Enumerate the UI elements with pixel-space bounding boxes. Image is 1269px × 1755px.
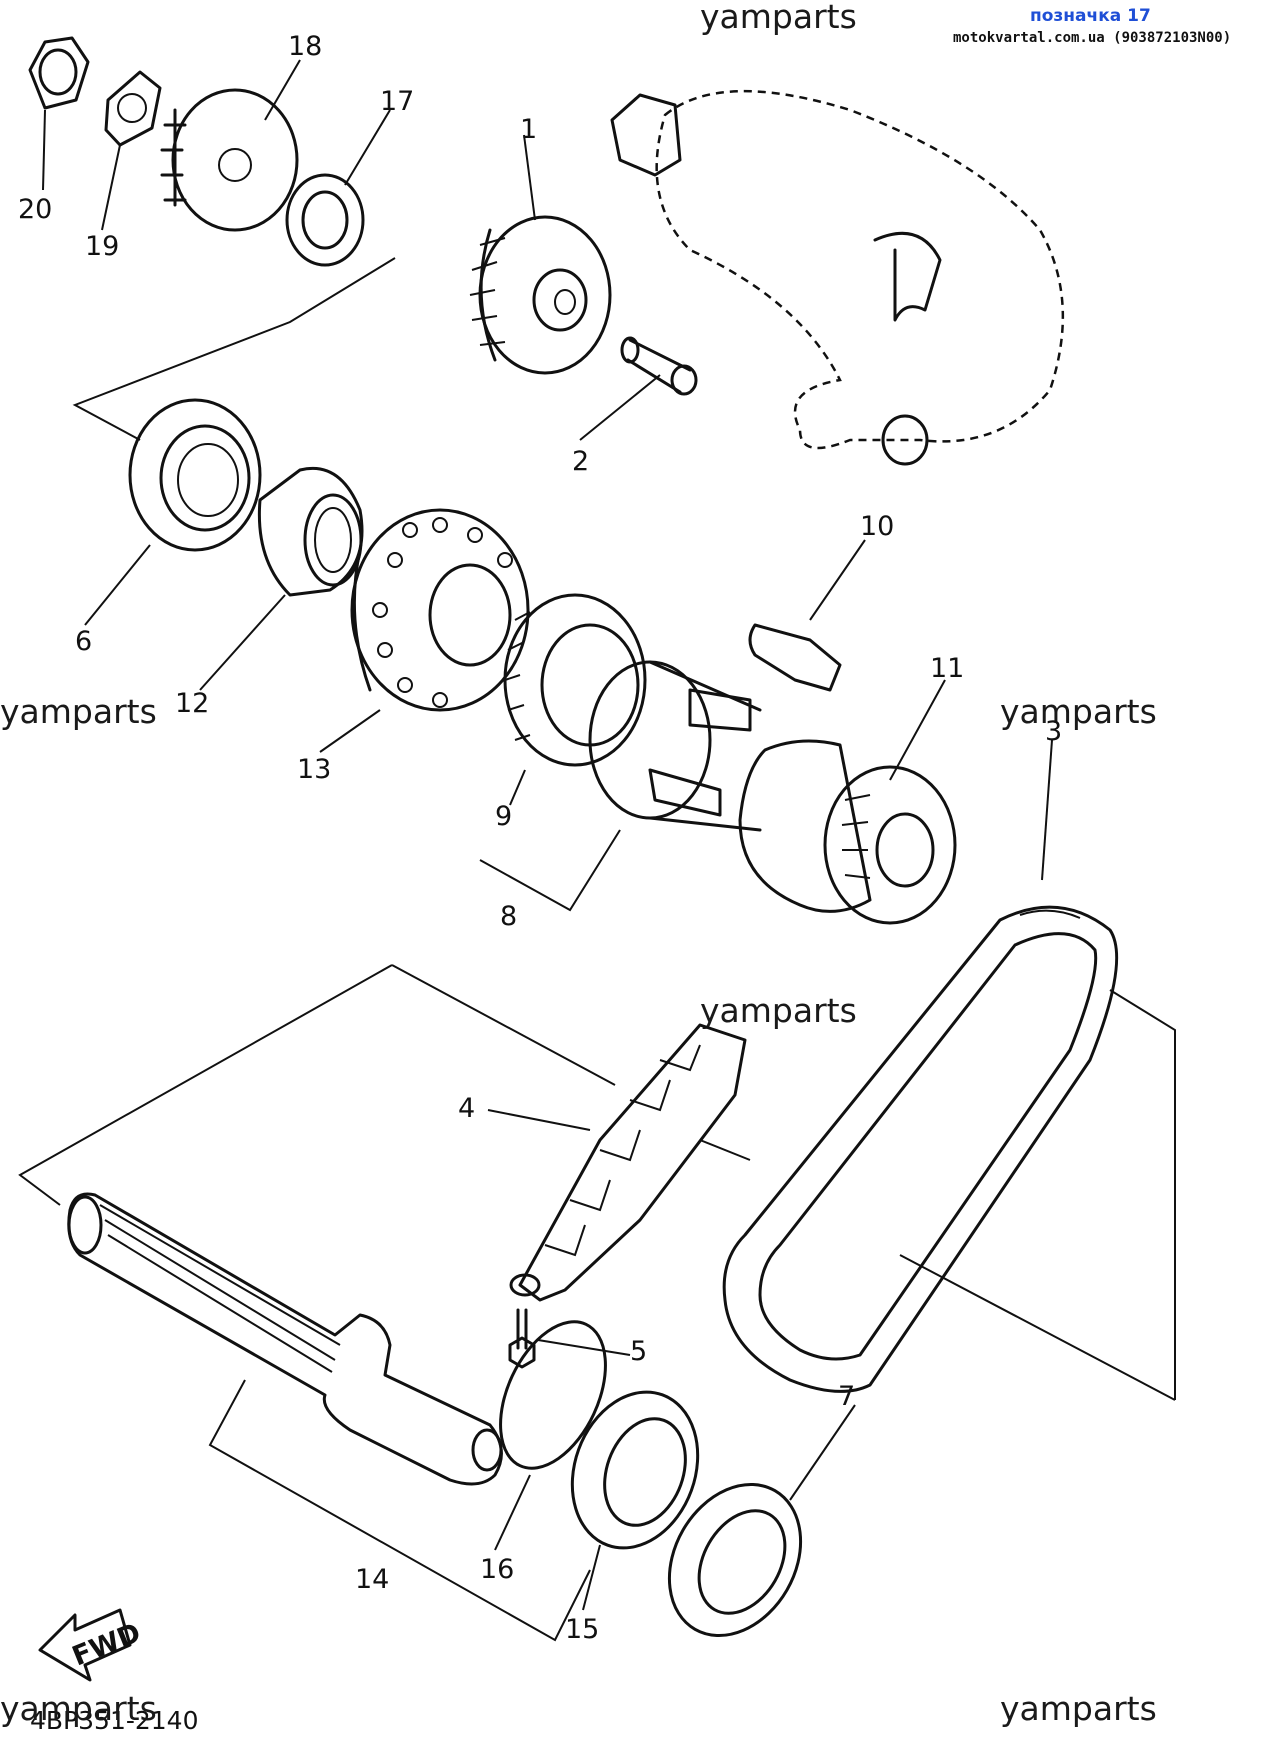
callout-9: 9 — [495, 801, 512, 832]
watermark-top: yamparts — [700, 0, 857, 36]
part-9-one-way-clutch — [503, 593, 647, 767]
part-2-pin — [620, 336, 698, 396]
callout-3: 3 — [1045, 716, 1062, 747]
part-12-collar — [257, 466, 364, 597]
part-4-chain-guide — [509, 1023, 747, 1302]
part-11-sprocket — [738, 739, 957, 925]
watermark-center: yamparts — [700, 991, 857, 1030]
callout-17: 17 — [380, 86, 414, 117]
guide-line-middle — [18, 964, 393, 1206]
part-5-bolt — [508, 1308, 536, 1369]
header-label: позначка 17 — [1030, 6, 1151, 26]
callout-16: 16 — [480, 1554, 514, 1585]
part-10-key — [748, 623, 842, 692]
part-16-o-ring — [499, 1320, 607, 1470]
callout-6: 6 — [75, 626, 92, 657]
callout-8: 8 — [500, 901, 517, 932]
callout-15: 15 — [565, 1614, 599, 1645]
guide-line-8 — [479, 829, 621, 912]
part-7-oil-seal — [667, 1483, 803, 1637]
callout-5: 5 — [630, 1336, 647, 1367]
part-8-clutch-hub — [588, 660, 762, 832]
callout-4: 4 — [458, 1093, 475, 1124]
callout-12: 12 — [175, 688, 209, 719]
callout-10: 10 — [860, 511, 894, 542]
guide-line-chain — [699, 1139, 1176, 1401]
callout-2: 2 — [572, 446, 589, 477]
watermark-bottom-left: yamparts — [0, 1689, 157, 1728]
part-19-lock-washer — [104, 70, 162, 147]
leader-lines — [42, 59, 1053, 1611]
starter-motor — [610, 89, 1065, 466]
part-20-nut — [28, 36, 90, 110]
callout-19: 19 — [85, 231, 119, 262]
part-6-bearing — [128, 398, 262, 552]
part-1-starter-gear — [469, 215, 612, 375]
diagram-code: 4BP351-2140 — [30, 1706, 199, 1735]
part-15-bearing — [570, 1390, 700, 1550]
callout-11: 11 — [930, 653, 964, 684]
guide-line-middle-b — [391, 964, 616, 1086]
callout-13: 13 — [297, 754, 331, 785]
callout-1: 1 — [520, 114, 537, 145]
part-14-shaft — [67, 1192, 503, 1486]
part-18-gear — [160, 88, 299, 232]
callout-14: 14 — [355, 1564, 389, 1595]
fwd-label: FWD — [68, 1617, 145, 1672]
part-17-oil-seal — [285, 173, 365, 267]
watermark-left: yamparts — [0, 692, 157, 731]
watermark-right: yamparts — [1000, 692, 1157, 731]
callout-numbers: 1 2 3 4 5 6 7 8 9 10 11 12 13 14 15 16 1… — [18, 31, 1062, 1645]
header-site: motokvartal.com.ua (903872103N00) — [953, 30, 1232, 46]
callout-20: 20 — [18, 194, 52, 225]
part-13-gear-plate — [350, 508, 530, 712]
callout-7: 7 — [838, 1381, 855, 1412]
watermark-bottom-right: yamparts — [1000, 1689, 1157, 1728]
guide-line-right — [1109, 989, 1176, 1400]
guide-line-bottom — [208, 1379, 591, 1642]
guide-line-upper — [72, 257, 396, 441]
fwd-arrow-icon: FWD — [38, 1608, 145, 1682]
part-3-chain — [722, 905, 1119, 1393]
callout-18: 18 — [288, 31, 322, 62]
